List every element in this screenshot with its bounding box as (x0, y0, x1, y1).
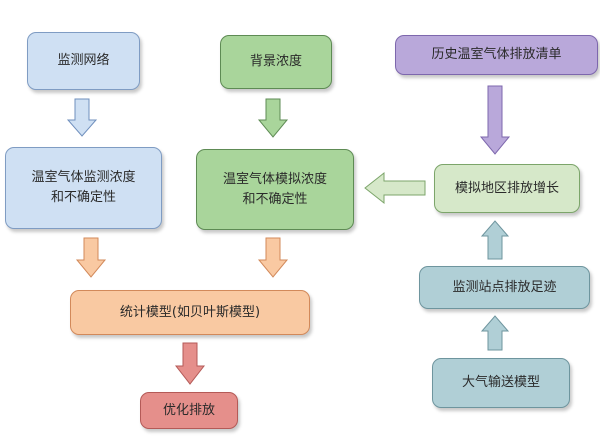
arrow-regional-to-simulated (364, 171, 426, 205)
node-station-emission-footprint: 监测站点排放足迹 (419, 266, 590, 309)
arrow-transport-to-footprint (480, 315, 510, 351)
node-ghg-monitored-concentration: 温室气体监测浓度 和不确定性 (5, 147, 162, 229)
arrow-simulated-to-statistical (257, 237, 289, 278)
node-historical-inventory: 历史温室气体排放清单 (395, 35, 598, 75)
node-ghg-simulated-concentration: 温室气体模拟浓度 和不确定性 (196, 149, 354, 230)
arrow-monitored-to-statistical (75, 237, 107, 278)
arrow-footprint-to-regional (480, 220, 510, 260)
node-statistical-model: 统计模型(如贝叶斯模型) (70, 290, 310, 335)
arrow-inventory-to-regional (479, 85, 511, 155)
node-simulated-regional-emission: 模拟地区排放增长 (434, 164, 580, 213)
node-optimized-emission: 优化排放 (140, 392, 238, 429)
node-atmospheric-transport-model: 大气输送模型 (432, 358, 570, 408)
node-background-concentration: 背景浓度 (220, 35, 332, 89)
node-monitoring-network: 监测网络 (27, 32, 140, 90)
arrow-statistical-to-optimized (174, 342, 206, 385)
arrow-background-to-simulated (257, 98, 289, 138)
arrow-network-to-monitored (66, 98, 98, 137)
